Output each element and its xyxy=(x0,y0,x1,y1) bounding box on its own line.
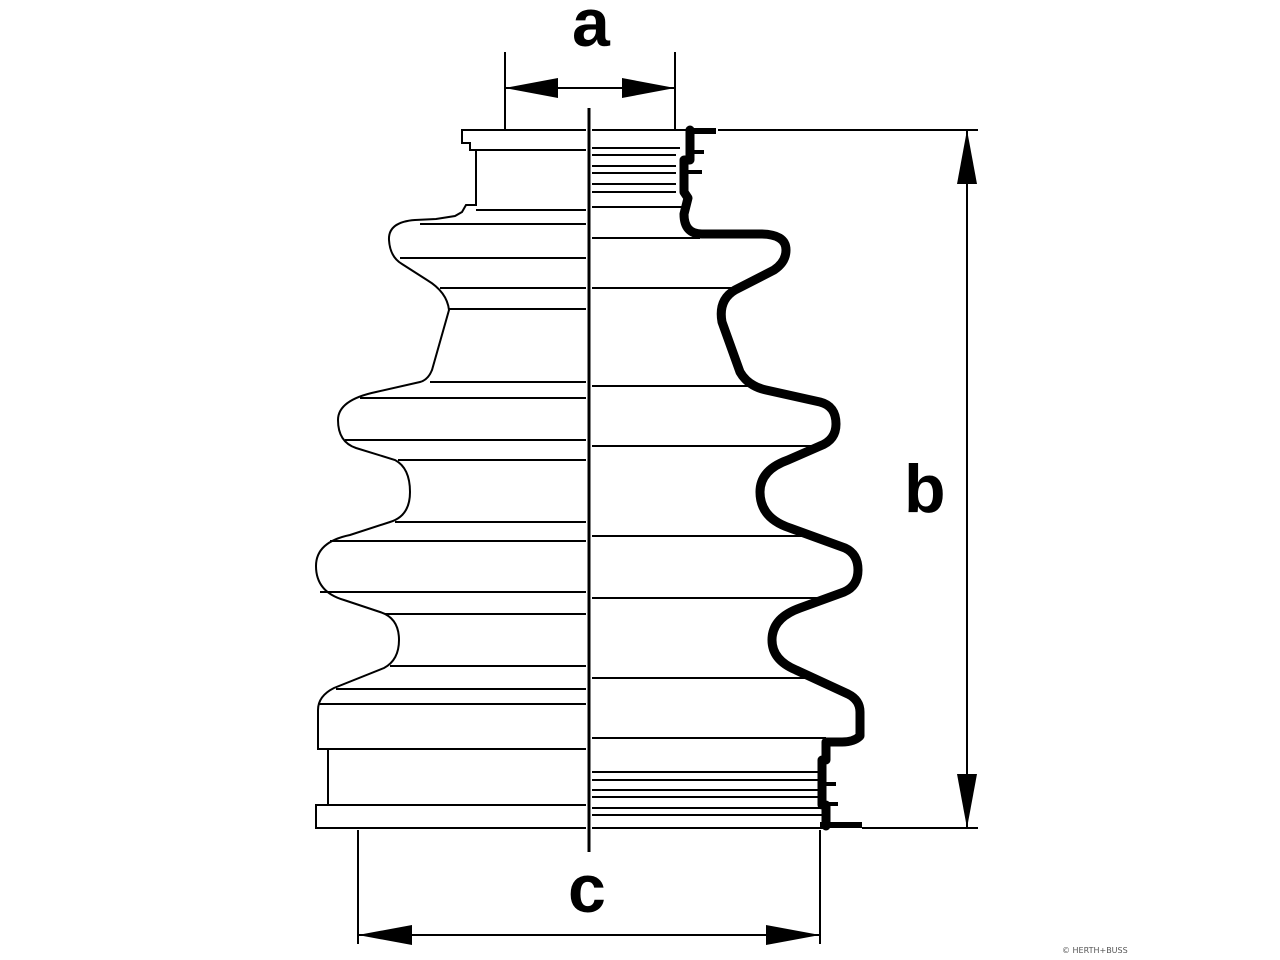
arrowhead-icon xyxy=(622,78,675,98)
dimension-b: b xyxy=(718,129,978,829)
boot-section-profile xyxy=(592,125,865,831)
dimension-c-label: c xyxy=(568,851,606,927)
dimension-a-label: a xyxy=(572,0,611,61)
watermark: © HERTH+BUSS xyxy=(1062,946,1128,955)
arrowhead-icon xyxy=(957,774,977,828)
arrowhead-icon xyxy=(766,925,820,945)
boot-outer-profile xyxy=(314,129,586,829)
dimension-c: c xyxy=(357,830,821,945)
dimension-b-label: b xyxy=(904,451,946,527)
arrowhead-icon xyxy=(358,925,412,945)
dimension-a: a xyxy=(504,0,676,130)
arrowhead-icon xyxy=(957,130,977,184)
arrowhead-icon xyxy=(505,78,558,98)
